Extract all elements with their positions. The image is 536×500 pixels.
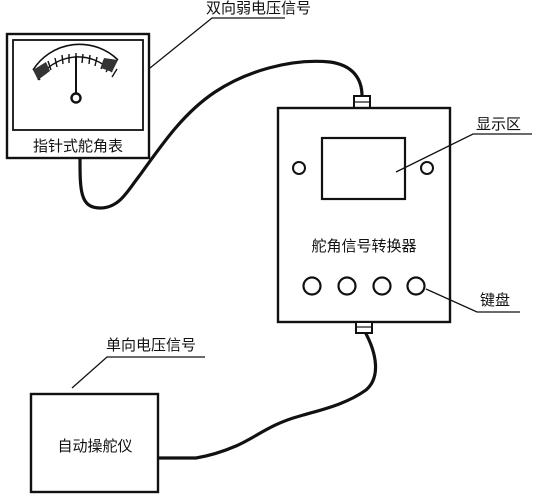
leader-keyboard — [425, 288, 520, 313]
leader-display-area — [395, 133, 532, 173]
label-unidirectional-signal: 单向电压信号 — [106, 336, 196, 354]
rudder-angle-signal-converter: 舵角信号转换器 — [276, 95, 452, 334]
meter-outer-frame — [5, 32, 151, 160]
cable-meter-to-converter — [78, 59, 364, 210]
converter-indicator-right — [420, 161, 434, 175]
keypad-button-2[interactable] — [337, 276, 357, 296]
meter-label: 指针式舵角表 — [33, 137, 123, 155]
label-bidirectional-signal: 双向弱电压信号 — [206, 0, 311, 17]
autopilot-label: 自动操舵仪 — [57, 437, 132, 455]
autopilot-body — [29, 392, 160, 494]
keypad-button-3[interactable] — [372, 276, 392, 296]
label-keyboard: 键盘 — [480, 291, 510, 309]
converter-display — [320, 136, 407, 201]
label-display-area: 显示区 — [476, 115, 521, 133]
leader-bidirectional-signal — [149, 17, 285, 69]
keypad-button-1[interactable] — [302, 276, 322, 296]
autopilot-unit: 自动操舵仪 — [29, 392, 160, 494]
meter-scale-arc — [32, 43, 119, 71]
meter-port-band — [33, 62, 50, 80]
cable-converter-to-autopilot — [158, 329, 378, 460]
meter-starboard-band — [101, 58, 118, 72]
leader-unidirectional-signal — [71, 356, 205, 389]
meter-pivot — [70, 92, 82, 104]
converter-label: 舵角信号转换器 — [311, 237, 416, 255]
keypad-button-4[interactable] — [406, 276, 426, 296]
converter-indicator-left — [292, 161, 306, 175]
meter-inner-frame — [12, 39, 144, 131]
pointer-rudder-angle-meter: 指针式舵角表 — [5, 32, 151, 160]
